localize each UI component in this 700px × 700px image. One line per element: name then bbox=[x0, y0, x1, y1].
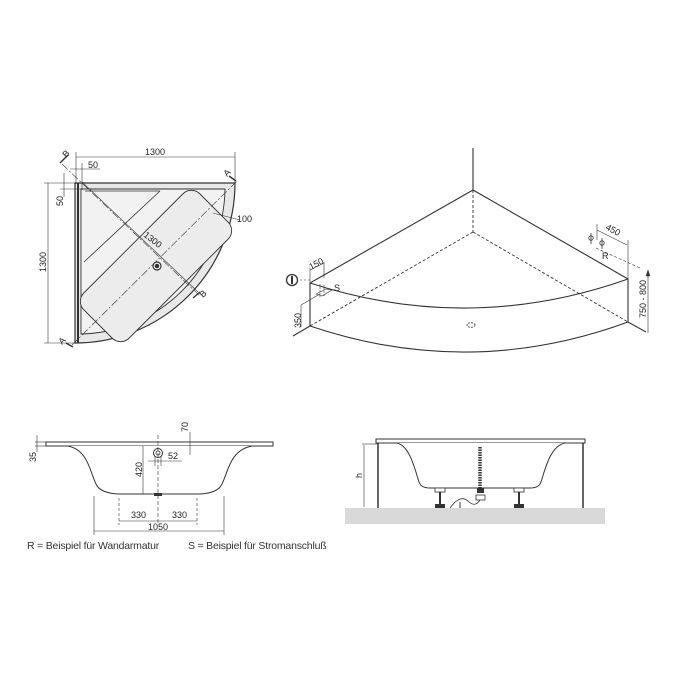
svg-text:450: 450 bbox=[604, 222, 622, 238]
svg-text:420: 420 bbox=[134, 462, 144, 477]
svg-text:h: h bbox=[354, 473, 364, 478]
svg-text:150: 150 bbox=[307, 256, 325, 272]
svg-text:100: 100 bbox=[237, 214, 252, 224]
section-view bbox=[35, 432, 274, 535]
side-view-labels: h bbox=[354, 473, 364, 478]
svg-text:52: 52 bbox=[168, 451, 178, 461]
svg-text:350: 350 bbox=[293, 313, 303, 328]
svg-text:35: 35 bbox=[28, 452, 38, 462]
section-view-labels: 35 70 420 52 330 330 1050 bbox=[28, 422, 190, 532]
isometric-view-labels: 150 S 350 450 R 750 - 800 bbox=[293, 222, 648, 328]
svg-text:750 - 800: 750 - 800 bbox=[638, 280, 648, 318]
svg-text:330: 330 bbox=[131, 510, 146, 520]
svg-text:50: 50 bbox=[88, 160, 98, 170]
svg-text:1300: 1300 bbox=[145, 147, 165, 157]
legend-s-note: S = Beispiel für Stromanschluß bbox=[188, 540, 327, 552]
svg-text:S: S bbox=[334, 283, 340, 293]
svg-text:1300: 1300 bbox=[38, 252, 48, 272]
isometric-view bbox=[285, 148, 651, 353]
svg-text:A: A bbox=[221, 167, 232, 178]
side-view bbox=[345, 438, 605, 524]
svg-text:70: 70 bbox=[180, 422, 190, 432]
svg-text:330: 330 bbox=[172, 510, 187, 520]
svg-text:B: B bbox=[60, 148, 71, 159]
legend-r-note: R = Beispiel für Wandarmatur bbox=[27, 540, 160, 552]
svg-text:A: A bbox=[56, 335, 67, 346]
svg-text:50: 50 bbox=[55, 196, 65, 206]
svg-text:1050: 1050 bbox=[148, 522, 168, 532]
svg-text:B: B bbox=[197, 288, 208, 299]
svg-text:R: R bbox=[602, 251, 609, 261]
floor bbox=[345, 508, 605, 524]
top-view bbox=[44, 152, 241, 348]
